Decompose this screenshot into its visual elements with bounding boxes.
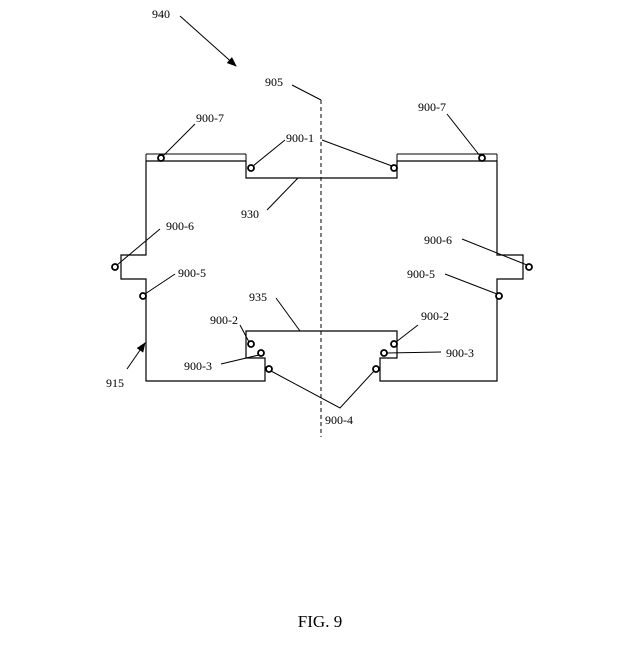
label-900-3-right: 900-3 (446, 346, 474, 360)
leader-935 (276, 298, 300, 331)
leader-900-7-left (163, 124, 195, 156)
leader-900-3-right (387, 352, 441, 353)
leader-900-3-left (221, 355, 259, 364)
label-900-3-left: 900-3 (184, 359, 212, 373)
leader-900-5-left (145, 274, 175, 294)
label-930: 930 (241, 207, 259, 221)
label-935: 935 (249, 290, 267, 304)
dot-900-3-right (381, 350, 387, 356)
leader-900-4 (271, 371, 374, 408)
label-905: 905 (265, 75, 283, 89)
leader-900-5-right (445, 274, 497, 294)
leader-905 (292, 85, 321, 100)
label-940: 940 (152, 7, 170, 21)
figure-caption: FIG. 9 (0, 612, 640, 632)
leader-900-7-right (447, 114, 480, 156)
leader-930 (267, 178, 298, 210)
label-900-1: 900-1 (286, 131, 314, 145)
leader-900-2-left (240, 325, 249, 342)
leader-900-6-left (117, 229, 160, 265)
label-900-4: 900-4 (325, 413, 353, 427)
leader-900-1-right (322, 140, 392, 166)
label-915: 915 (106, 376, 124, 390)
label-900-5-right: 900-5 (407, 267, 435, 281)
label-900-7-right: 900-7 (418, 100, 446, 114)
leader-940 (180, 16, 236, 66)
label-900-7-left: 900-7 (196, 111, 224, 125)
leader-915 (127, 343, 145, 369)
leader-900-1-left (253, 140, 285, 166)
leader-900-6-right (462, 239, 527, 265)
label-900-2-left: 900-2 (210, 313, 238, 327)
label-900-5-left: 900-5 (178, 266, 206, 280)
label-900-6-right: 900-6 (424, 233, 452, 247)
label-900-2-right: 900-2 (421, 309, 449, 323)
label-900-6-left: 900-6 (166, 219, 194, 233)
leader-900-2-right (396, 325, 418, 342)
